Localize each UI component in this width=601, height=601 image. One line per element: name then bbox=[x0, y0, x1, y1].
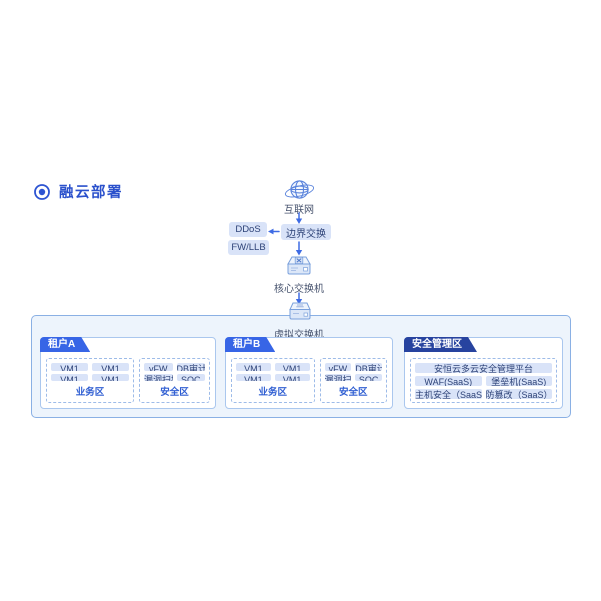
mgmt-platform-box: 安恒云多云安全管理平台 bbox=[415, 363, 552, 373]
security-mgmt-tab: 安全管理区 bbox=[404, 337, 477, 352]
security-item-box: 漏洞扫描 bbox=[144, 373, 173, 381]
tenant-a-body: VM1 VM1 VM1 VM1 业务区 vFW DB审计 漏洞扫描 SOC bbox=[46, 358, 210, 403]
virtual-switch-icon bbox=[289, 302, 311, 320]
vm-box: VM1 bbox=[236, 363, 271, 371]
tenant-b-security-zone: vFW DB审计 漏洞扫描 SOC 安全区 bbox=[319, 358, 387, 403]
security-item-box: 漏洞扫描 bbox=[324, 373, 352, 381]
security-item-box: SOC bbox=[355, 373, 383, 381]
page-title: 融云部署 bbox=[59, 185, 123, 201]
diagram-title-row: 融云部署 bbox=[33, 181, 123, 202]
vm-box: VM1 bbox=[274, 373, 310, 381]
edge-switch-box: 边界交换 bbox=[281, 224, 331, 240]
security-item-box: DB审计 bbox=[176, 363, 205, 371]
tenant-b-card: 租户B VM1 VM1 VM1 VM1 业务区 vFW DB审计 bbox=[225, 337, 393, 409]
mgmt-service-box: 堡垒机(SaaS) bbox=[485, 376, 552, 386]
security-mgmt-zone: 安恒云多云安全管理平台 WAF(SaaS) 堡垒机(SaaS) 主机安全（Saa… bbox=[410, 358, 557, 403]
tenant-a-business-zone: VM1 VM1 VM1 VM1 业务区 bbox=[46, 358, 135, 403]
flow-arrows bbox=[268, 212, 303, 305]
business-zone-label: 业务区 bbox=[258, 387, 288, 398]
vm-box: VM1 bbox=[274, 363, 310, 371]
vm-box: VM1 bbox=[51, 363, 89, 371]
vm-box: VM1 bbox=[51, 373, 89, 381]
business-zone-label: 业务区 bbox=[75, 387, 105, 398]
vm-box: VM1 bbox=[92, 363, 130, 371]
internet-globe-icon bbox=[284, 180, 315, 199]
security-zone-label: 安全区 bbox=[160, 387, 189, 398]
core-switch-label: 核心交换机 bbox=[274, 284, 324, 295]
vm-box: VM1 bbox=[92, 373, 130, 381]
security-item-box: DB审计 bbox=[355, 363, 383, 371]
security-item-box: vFW bbox=[144, 363, 173, 371]
security-mgmt-body: 安恒云多云安全管理平台 WAF(SaaS) 堡垒机(SaaS) 主机安全（Saa… bbox=[410, 358, 557, 403]
tenant-a-tab: 租户A bbox=[40, 337, 90, 352]
target-icon bbox=[34, 183, 50, 200]
tenant-b-body: VM1 VM1 VM1 VM1 业务区 vFW DB审计 漏洞扫描 SOC bbox=[231, 358, 387, 403]
tenant-b-business-zone: VM1 VM1 VM1 VM1 业务区 bbox=[231, 358, 315, 403]
security-item-box: SOC bbox=[176, 373, 205, 381]
vm-box: VM1 bbox=[236, 373, 271, 381]
mgmt-service-box: WAF(SaaS) bbox=[415, 376, 482, 386]
core-switch-icon bbox=[287, 256, 311, 275]
mgmt-service-box: 防篡改（SaaS） bbox=[485, 389, 552, 399]
ddos-box: DDoS bbox=[229, 222, 267, 237]
security-item-box: vFW bbox=[324, 363, 352, 371]
tenant-a-security-zone: vFW DB审计 漏洞扫描 SOC 安全区 bbox=[139, 358, 210, 403]
internet-label: 互联网 bbox=[284, 205, 314, 216]
security-mgmt-card: 安全管理区 安恒云多云安全管理平台 WAF(SaaS) 堡垒机(SaaS) 主机… bbox=[404, 337, 563, 409]
tenant-a-card: 租户A VM1 VM1 VM1 VM1 业务区 vFW DB审计 bbox=[40, 337, 216, 409]
virtual-switch-label: 虚拟交换机 bbox=[274, 330, 324, 341]
tenant-b-tab: 租户B bbox=[225, 337, 275, 352]
fw-llb-box: FW/LLB bbox=[228, 240, 269, 255]
mgmt-service-box: 主机安全（SaaS） bbox=[415, 389, 482, 399]
security-zone-label: 安全区 bbox=[339, 387, 368, 398]
